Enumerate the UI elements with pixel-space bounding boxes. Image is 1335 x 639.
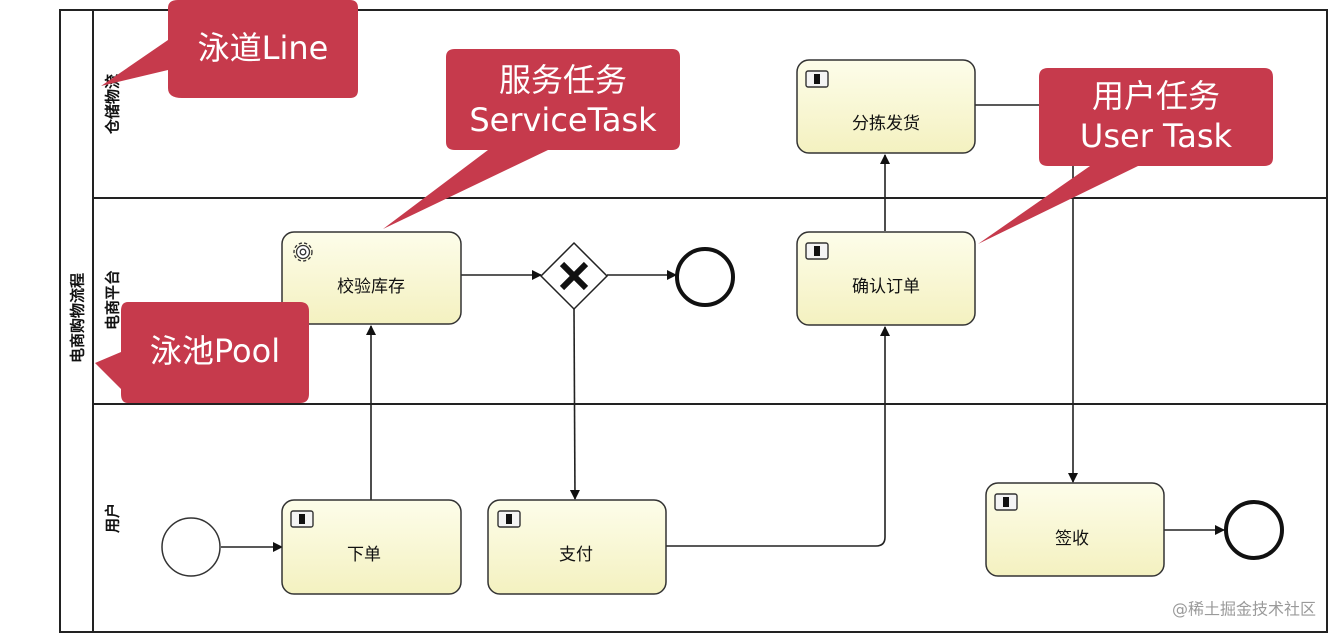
callout-pool-text: 泳池Pool [150, 332, 280, 370]
task-label: 分拣发货 [852, 114, 920, 134]
task-label: 支付 [559, 545, 593, 565]
callout-lane-text: 泳道Line [198, 29, 329, 67]
callout-service-line2: ServiceTask [469, 101, 657, 139]
callout-pool: 泳池Pool [95, 302, 309, 403]
task-label: 校验库存 [337, 277, 405, 297]
task-check-stock[interactable]: 校验库存 [281, 231, 462, 325]
lane-label-platform: 电商平台 [104, 270, 122, 330]
gear-icon [293, 242, 313, 262]
task-pay[interactable]: 支付 [487, 499, 667, 595]
task-confirm-order[interactable]: 确认订单 [796, 231, 976, 326]
user-icon [497, 510, 521, 528]
callout-service-task: 服务任务 ServiceTask [383, 49, 680, 229]
callout-user-line1: 用户任务 [1092, 77, 1220, 115]
callout-user-task: 用户任务 User Task [978, 68, 1273, 244]
user-icon [290, 510, 314, 528]
end-event-user[interactable] [1224, 500, 1284, 560]
watermark: @稀土掘金技术社区 [1172, 600, 1316, 619]
task-label: 下单 [347, 545, 381, 565]
task-place-order[interactable]: 下单 [281, 499, 462, 595]
callout-service-line1: 服务任务 [499, 61, 627, 99]
callout-lane: 泳道Line [101, 0, 358, 98]
exclusive-gateway-x-icon [559, 261, 589, 291]
user-icon [805, 242, 829, 260]
flow-pay-to-confirm-order [666, 326, 890, 547]
pool-label: 电商购物流程 [69, 273, 87, 363]
start-event[interactable] [161, 517, 221, 577]
user-icon [805, 70, 829, 88]
lanes: 仓储物流 电商平台 用户 [93, 74, 1327, 533]
task-label: 签收 [1055, 529, 1089, 549]
lane-label-user: 用户 [104, 503, 122, 533]
task-label: 确认订单 [852, 277, 920, 297]
lane-label-warehouse: 仓储物流 [104, 74, 122, 135]
watermark-bg [1150, 596, 1326, 624]
user-icon [994, 493, 1018, 511]
task-sign[interactable]: 签收 [985, 482, 1165, 577]
callout-user-line2: User Task [1080, 117, 1233, 155]
task-sort-ship[interactable]: 分拣发货 [796, 59, 976, 154]
flow-gateway-to-pay [569, 308, 580, 500]
exclusive-gateway[interactable] [539, 241, 609, 311]
end-event-platform[interactable] [675, 247, 735, 307]
